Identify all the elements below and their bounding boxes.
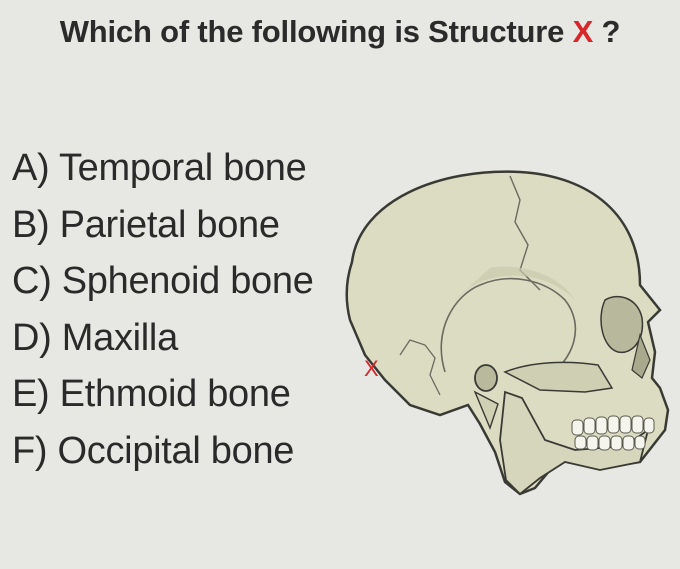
skull-outline	[345, 170, 670, 496]
zygomatic-arch	[503, 361, 614, 393]
question-title: Which of the following is Structure X ?	[0, 14, 680, 50]
lower-teeth	[574, 435, 646, 451]
structure-x-marker: X	[364, 356, 379, 381]
external-auditory-meatus	[474, 364, 498, 392]
mastoid-process	[473, 390, 499, 430]
parietal-shading	[455, 266, 575, 300]
option-f[interactable]: F) Occipital bone	[12, 429, 295, 472]
option-d[interactable]: D) Maxilla	[12, 316, 178, 359]
nasal-aperture	[631, 332, 651, 379]
lambdoid-suture	[399, 339, 441, 396]
question-prefix: Which of the following is Structure	[59, 14, 565, 49]
answer-options: A) Temporal bone B) Parietal bone C) Sph…	[12, 140, 314, 479]
option-b[interactable]: B) Parietal bone	[12, 203, 280, 246]
option-c[interactable]: C) Sphenoid bone	[12, 260, 314, 302]
skull-diagram	[345, 170, 670, 496]
orbit	[600, 295, 644, 354]
question-structure-mark: X	[572, 14, 594, 49]
option-e[interactable]: E) Ethmoid bone	[12, 373, 291, 415]
upper-teeth	[571, 415, 655, 436]
temporal-squama	[440, 277, 577, 379]
question-suffix: ?	[601, 14, 621, 49]
option-a[interactable]: A) Temporal bone	[12, 147, 307, 189]
mandible	[499, 390, 650, 496]
